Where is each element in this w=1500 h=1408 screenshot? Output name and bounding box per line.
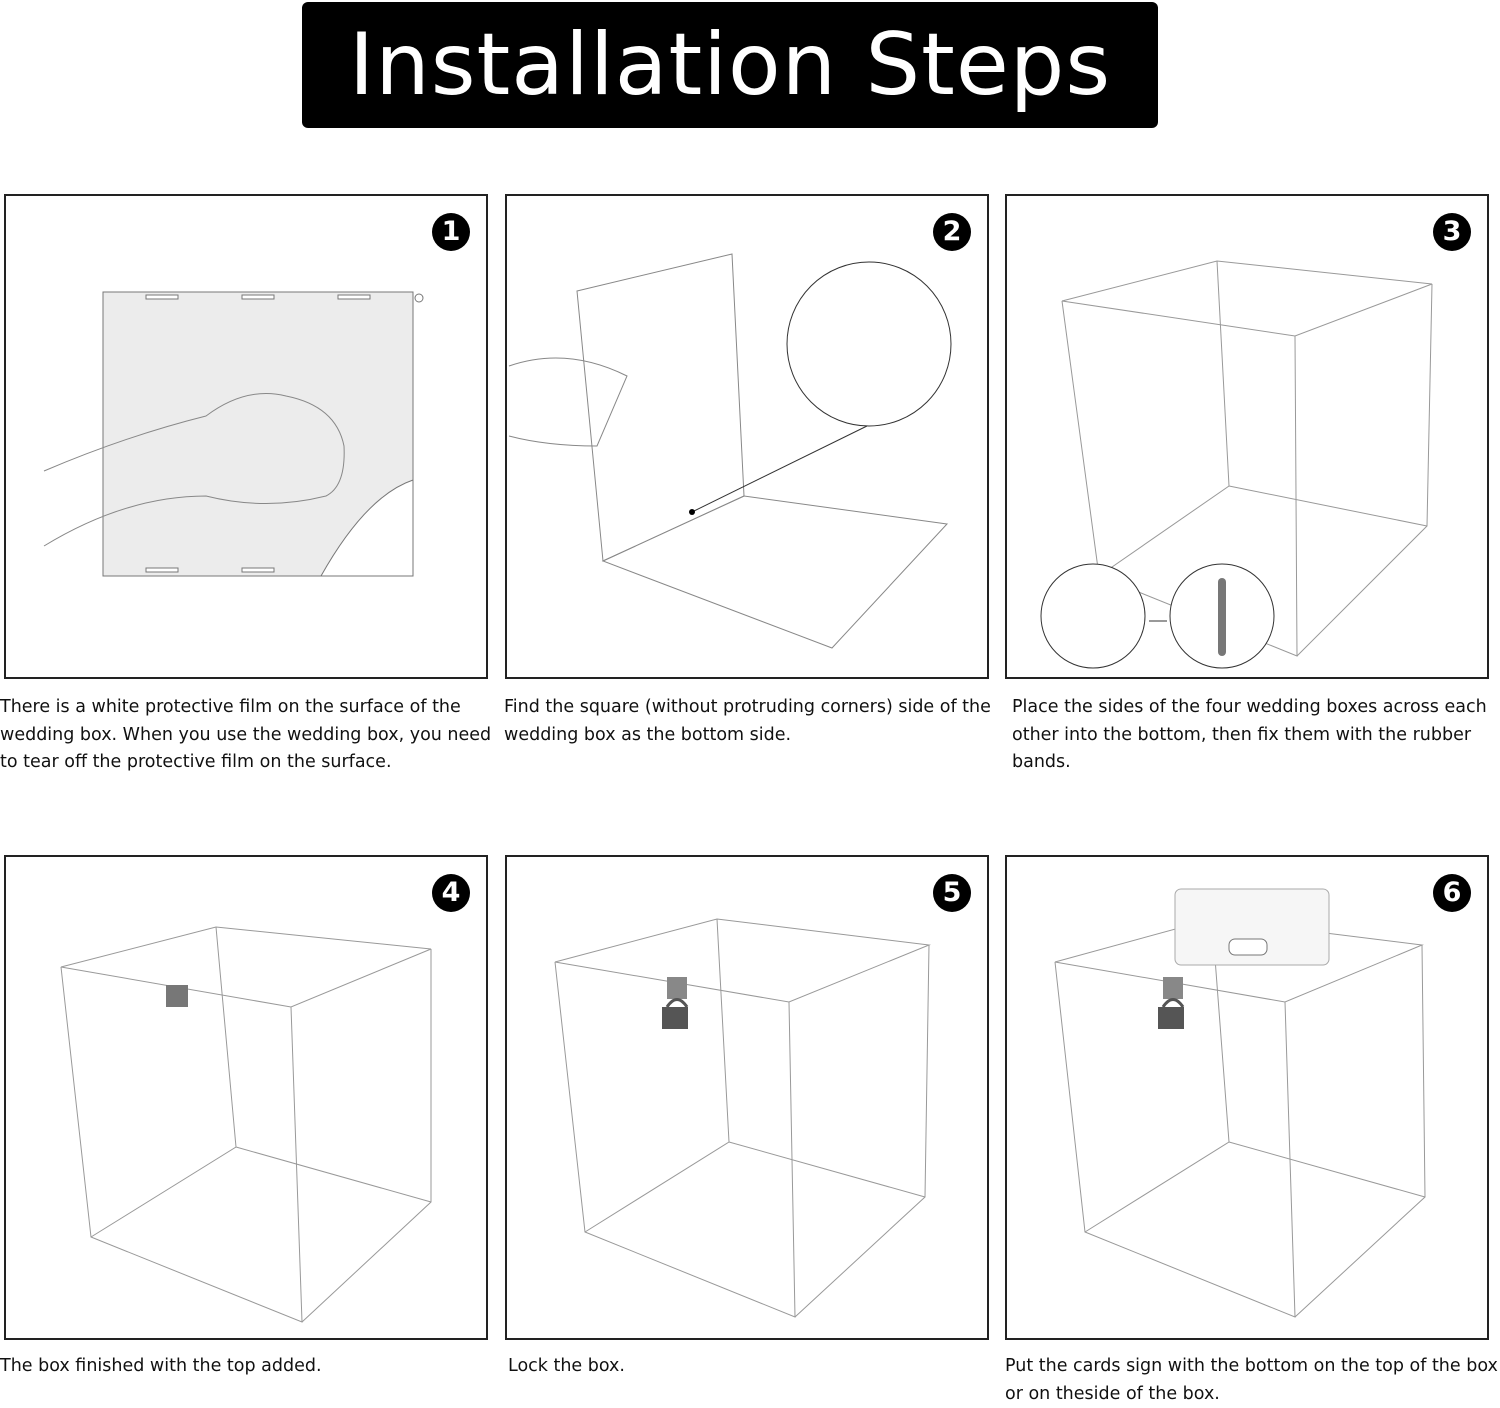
- step-number-badge: 4: [432, 874, 470, 912]
- peel-film-illustration: [43, 291, 424, 577]
- locked-box-illustration: [554, 918, 931, 1318]
- finished-box-illustration: [60, 926, 432, 1323]
- step-5-caption: Lock the box.: [508, 1356, 625, 1376]
- step-6-panel: 6: [1005, 855, 1489, 1340]
- step-3-caption: Place the sides of the four wedding boxe…: [1012, 697, 1487, 772]
- step-4-panel: 4: [4, 855, 488, 1340]
- step-1-panel: 1: [4, 194, 488, 679]
- step-1-caption: There is a white protective film on the …: [0, 697, 492, 772]
- cards-sign-illustration: [1054, 888, 1426, 1318]
- step-3-panel: 3: [1005, 194, 1489, 679]
- step-5-panel: 5: [505, 855, 989, 1340]
- page-title: Installation Steps: [302, 2, 1158, 128]
- bottom-side-illustration: [508, 253, 952, 649]
- step-number-badge: 2: [933, 213, 971, 251]
- step-number-badge: 6: [1433, 874, 1471, 912]
- step-4-caption: The box finished with the top added.: [0, 1356, 322, 1376]
- step-number-badge: 1: [432, 213, 470, 251]
- step-2-panel: 2: [505, 194, 989, 679]
- step-6-caption: Put the cards sign with the bottom on th…: [1005, 1356, 1498, 1404]
- step-number-badge: 3: [1433, 213, 1471, 251]
- step-2-caption: Find the square (without protruding corn…: [504, 697, 991, 745]
- assemble-sides-illustration: [1040, 260, 1433, 669]
- step-number-badge: 5: [933, 874, 971, 912]
